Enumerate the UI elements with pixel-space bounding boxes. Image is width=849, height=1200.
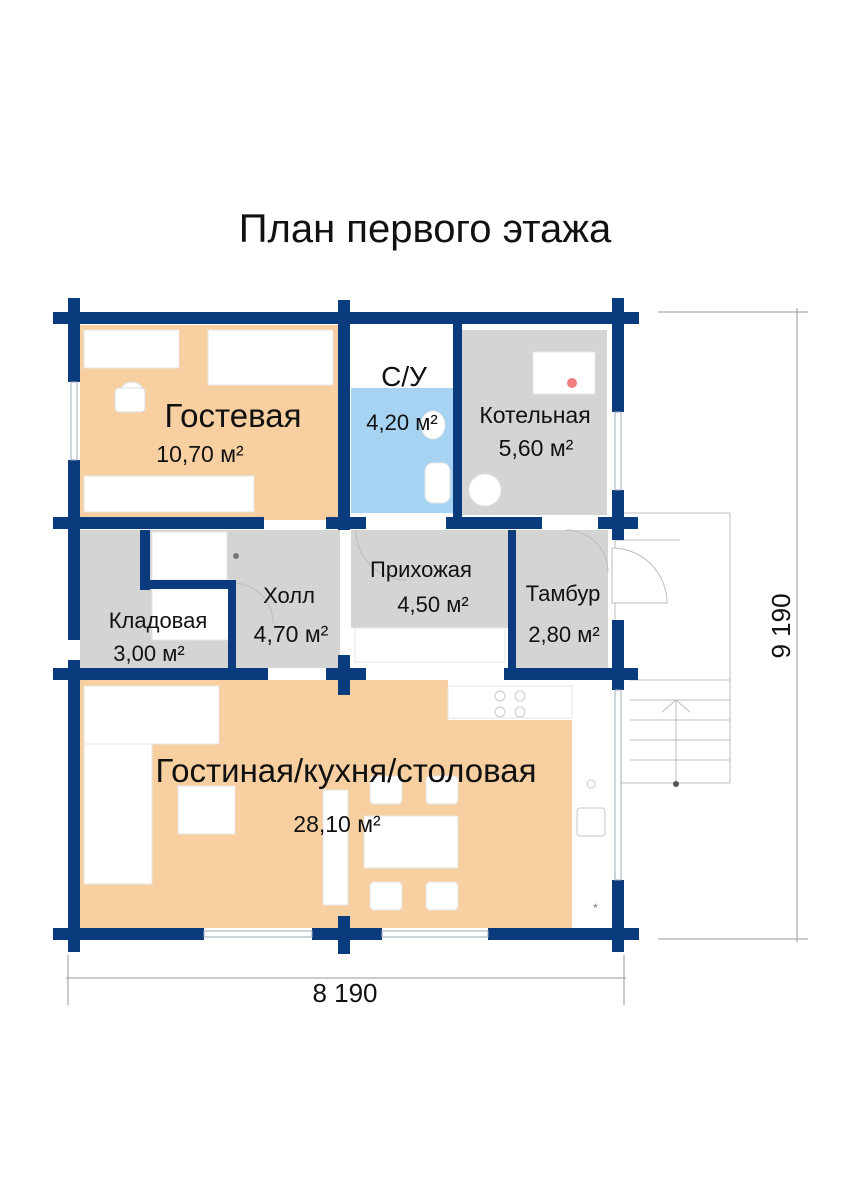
dimension-lines — [66, 308, 808, 1005]
living-room-name: Гостиная/кухня/столовая — [156, 752, 537, 789]
hall-light-icon — [233, 553, 239, 559]
storage-name: Кладовая — [109, 608, 208, 633]
walls — [53, 298, 639, 954]
vestibule-name: Тамбур — [526, 581, 601, 606]
entrance-name: Прихожая — [370, 557, 472, 582]
guest-room-name: Гостевая — [165, 397, 302, 434]
entrance-floor — [351, 530, 508, 628]
vestibule-area: 2,80 м² — [528, 622, 599, 647]
bathroom-upper — [351, 325, 453, 388]
door-swings — [232, 529, 668, 624]
entrance-area: 4,50 м² — [397, 592, 468, 617]
fridge-mark-icon: * — [593, 901, 598, 915]
chair-icon — [114, 381, 146, 413]
width-dimension: 8 190 — [312, 978, 377, 1008]
boiler-room-name: Котельная — [479, 402, 590, 428]
furniture — [83, 329, 596, 911]
guest-room-area: 10,70 м² — [156, 441, 244, 467]
boiler-room-area: 5,60 м² — [499, 435, 574, 461]
bathroom-name: С/У — [381, 361, 427, 392]
sink-icon — [576, 779, 606, 837]
kitchen-counter-area — [572, 680, 612, 928]
depth-dimension: 9 190 — [766, 593, 796, 658]
storage-area: 3,00 м² — [113, 641, 184, 666]
porch-marker-icon — [673, 781, 679, 787]
hall-name: Холл — [263, 583, 315, 608]
stove-icon — [494, 690, 526, 718]
boiler-indicator-icon — [567, 378, 577, 388]
hall-area: 4,70 м² — [254, 621, 329, 647]
vestibule-floor — [516, 530, 608, 668]
plan-title: План первого этажа — [239, 207, 612, 251]
bathroom-area: 4,20 м² — [366, 410, 437, 435]
living-room-area: 28,10 м² — [293, 811, 381, 837]
windows — [70, 381, 622, 938]
